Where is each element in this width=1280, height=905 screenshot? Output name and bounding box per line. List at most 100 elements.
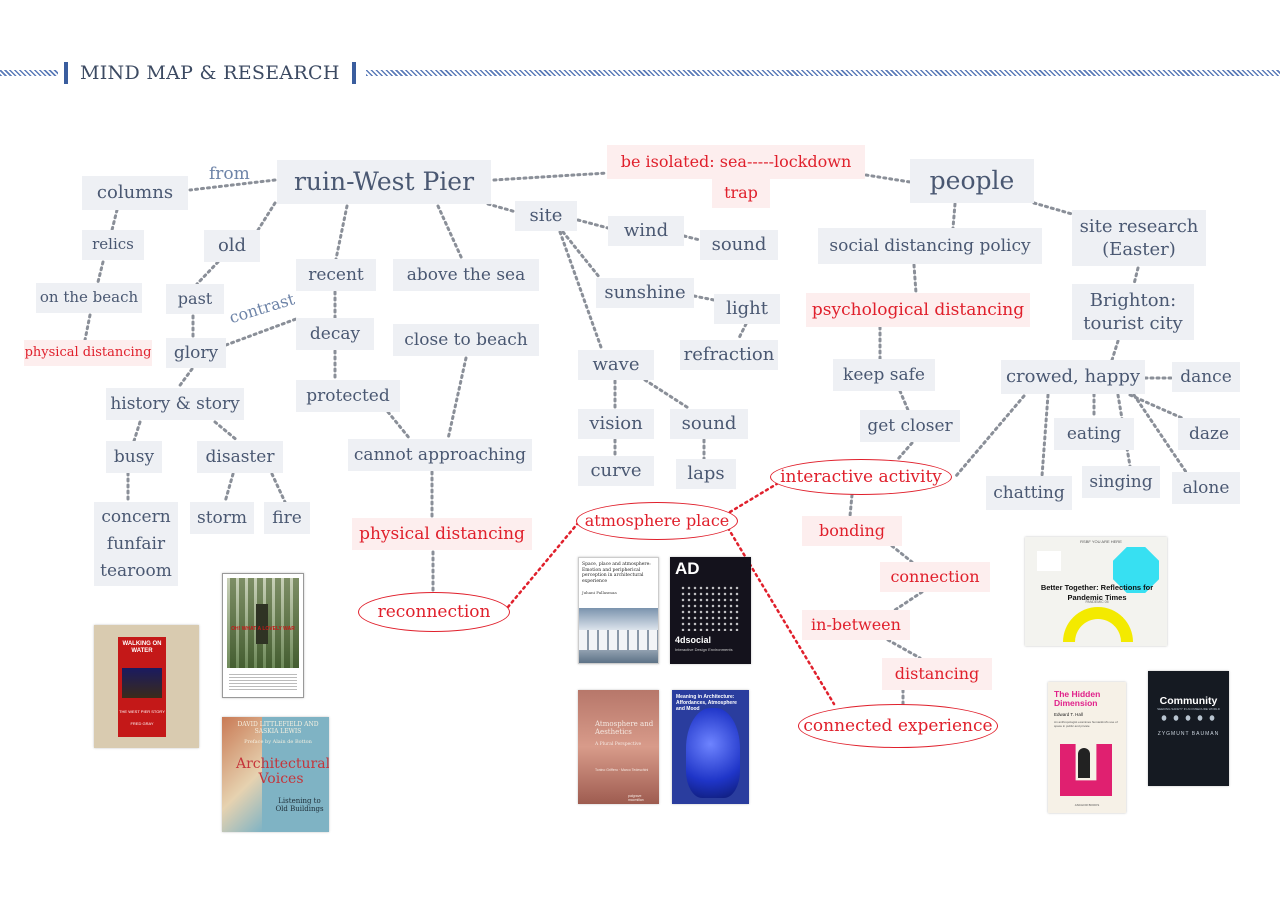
connector <box>1032 201 1074 216</box>
connector <box>1110 339 1120 362</box>
node-bonding: bonding <box>802 516 902 546</box>
title-bar-left <box>64 62 68 84</box>
node-connection: connection <box>880 562 990 592</box>
book-preface: Preface by Alain de Botton <box>244 739 312 745</box>
node-sound1: sound <box>700 230 778 260</box>
book-subtitle: THE WEST PIER STORY <box>119 709 165 714</box>
connector <box>848 493 854 518</box>
connector <box>492 171 609 182</box>
book-title: Community <box>1159 695 1218 707</box>
connector <box>692 294 716 302</box>
node-columns: columns <box>82 176 188 210</box>
connector <box>224 317 298 347</box>
node-close: close to beach <box>393 324 539 356</box>
title-bar-right <box>351 62 356 84</box>
node-disaster: disaster <box>197 441 283 473</box>
connector <box>886 638 922 660</box>
book-publisher: palgrave macmillan <box>628 794 644 802</box>
book-logo: AD <box>675 559 700 578</box>
node-above: above the sea <box>393 259 539 291</box>
node-recent: recent <box>296 259 376 291</box>
connector <box>1040 393 1050 478</box>
node-decay: decay <box>296 318 374 350</box>
connector <box>195 260 220 286</box>
book-title: 4dsocial <box>675 635 712 645</box>
node-protected: protected <box>296 380 400 412</box>
connector <box>736 322 748 342</box>
node-closer: get closer <box>860 410 960 442</box>
node-curve: curve <box>578 456 654 486</box>
node-siteresearch: site research (Easter) <box>1072 210 1206 266</box>
connector <box>486 202 518 214</box>
page-title: MIND MAP & RESEARCH <box>80 62 340 84</box>
connector <box>890 544 914 564</box>
book-meaning-in-architecture: Meaning in Architecture: Affordances, At… <box>672 690 749 804</box>
book-authors: DAVID LITTLEFIELD AND SASKIA LEWIS <box>237 721 319 735</box>
node-policy: social distancing policy <box>818 228 1042 264</box>
node-wind: wind <box>608 216 684 246</box>
book-title: Space, place and atmosphere: Emotion and… <box>582 562 651 584</box>
node-storm: storm <box>190 502 254 534</box>
red-connector <box>506 521 580 609</box>
connector <box>270 472 287 504</box>
book-author: FRED GRAY <box>130 721 154 726</box>
connector <box>1132 266 1140 286</box>
book-blurb: An anthropologist examines humankind's u… <box>1054 720 1118 728</box>
node-vision: vision <box>578 409 654 439</box>
node-ruin: ruin-West Pier <box>277 160 491 204</box>
connector <box>951 202 957 230</box>
connector <box>561 230 602 280</box>
book-architectural-voices: DAVID LITTLEFIELD AND SASKIA LEWIS Prefa… <box>222 717 329 832</box>
header-divider <box>0 70 1280 76</box>
node-cannot: cannot approaching <box>348 439 532 471</box>
node-connected: connected experience <box>798 704 998 748</box>
book-subtitle: Interactive Design Environments <box>675 647 733 652</box>
connector <box>896 441 914 461</box>
connector <box>912 263 918 295</box>
node-chatting: chatting <box>986 476 1072 510</box>
connector <box>213 420 240 443</box>
book-ad-4dsocial: AD 4dsocial Interactive Design Environme… <box>670 557 751 664</box>
connector <box>386 410 412 441</box>
connector <box>223 472 235 504</box>
node-beach: on the beach <box>36 283 142 313</box>
connector <box>898 389 910 412</box>
book-subtitle: A Plural Perspective <box>595 742 642 747</box>
book-title: Meaning in Architecture: Affordances, At… <box>676 694 737 712</box>
book-title: Better Together: Reflections for Pandemi… <box>1040 583 1154 602</box>
connector <box>132 420 142 443</box>
node-wave: wave <box>578 350 654 380</box>
node-site: site <box>515 201 577 231</box>
node-alone: alone <box>1172 472 1240 504</box>
node-phys2: physical distancing <box>352 518 532 550</box>
node-dance: dance <box>1172 362 1240 392</box>
node-atmosphere: atmosphere place <box>576 502 738 540</box>
connector <box>188 178 277 192</box>
book-author: ZYGMUNT BAUMAN <box>1157 731 1220 737</box>
connector <box>110 208 119 232</box>
connector <box>893 590 924 612</box>
node-tearoom: tearoom <box>94 556 178 586</box>
node-laps: laps <box>676 459 736 489</box>
book-title: The Hidden Dimension <box>1054 689 1101 709</box>
book-community: Community SEEKING SAFETY IN AN INSECURE … <box>1148 671 1229 786</box>
book-atmosphere-aesthetics: Atmosphere and Aesthetics A Plural Persp… <box>578 690 659 804</box>
node-fire: fire <box>264 502 310 534</box>
node-singing: singing <box>1082 466 1160 498</box>
node-psych: psychological distancing <box>806 293 1030 327</box>
book-lovely-war: OH! WHAT A LOVELY WAR <box>222 573 304 698</box>
node-concern: concern <box>94 502 178 532</box>
node-busy: busy <box>106 441 162 473</box>
node-light: light <box>714 294 780 324</box>
book-hidden-dimension: The Hidden Dimension Edward T. Hall An a… <box>1048 682 1126 813</box>
book-author: Juhani Pallasmaa <box>582 590 617 595</box>
connector <box>1132 393 1188 474</box>
node-interactive: interactive activity <box>770 459 952 495</box>
node-funfair: funfair <box>94 529 178 559</box>
node-past: past <box>166 284 224 314</box>
node-inbetween: in-between <box>802 610 910 640</box>
book-ref: PANDEMIC 05 <box>1085 600 1109 604</box>
connector <box>446 356 468 441</box>
node-distancing: distancing <box>882 658 992 690</box>
